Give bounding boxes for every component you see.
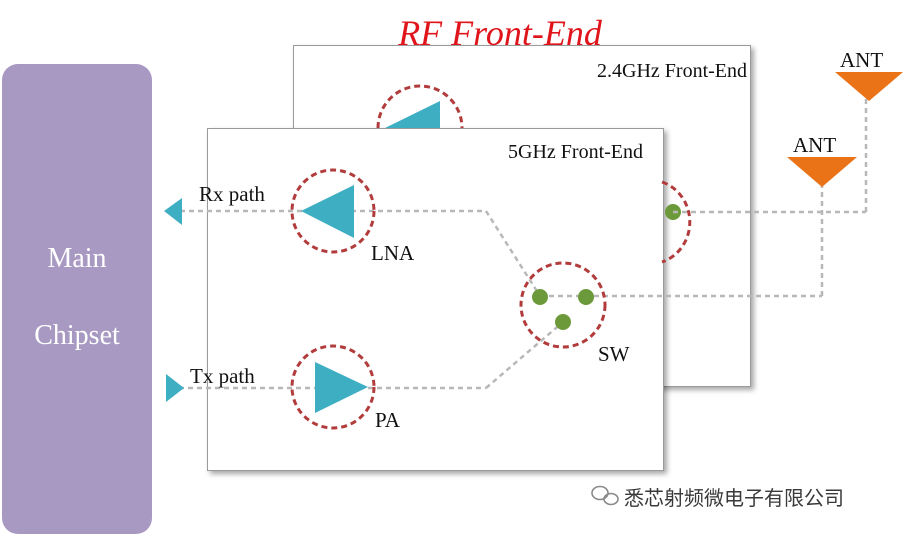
wechat-icon (591, 485, 619, 506)
main-chipset-block (2, 64, 152, 534)
chipset-label-chipset: Chipset (34, 320, 120, 351)
tx-path-label: Tx path (190, 364, 255, 388)
signal-lines (170, 96, 868, 390)
tx-arrow-icon (166, 374, 184, 402)
antenna-5g-label: ANT (793, 133, 837, 157)
lna-2g4-partial (376, 84, 464, 129)
switch-sw (519, 261, 607, 349)
antenna-2g4-icon (835, 72, 903, 101)
watermark: 悉芯射频微电子有限公司 (592, 481, 844, 511)
panel-5g-title: 5GHz Front-End (508, 141, 643, 163)
lna-amplifier (290, 168, 376, 254)
pa-amplifier (290, 344, 376, 430)
lna-label: LNA (371, 241, 415, 265)
switch-node-bottom (555, 314, 571, 330)
rx-path-label: Rx path (199, 182, 265, 206)
antenna-2g4-label: ANT (840, 48, 884, 72)
chipset-label-main: Main (47, 243, 107, 274)
diagram-title: RF Front-End (398, 13, 602, 53)
rx-arrow-icon (164, 198, 182, 225)
pa-label: PA (375, 408, 400, 432)
switch-2g4-partial (661, 180, 692, 264)
panel-2g4-title: 2.4GHz Front-End (597, 60, 747, 82)
pa-triangle-icon (315, 362, 368, 413)
sw-label: SW (598, 342, 630, 366)
lna-triangle-icon (301, 185, 354, 238)
switch-node-right (578, 289, 594, 305)
antenna-5g-icon (787, 157, 857, 187)
switch-node-left (532, 289, 548, 305)
watermark-text: 悉芯射频微电子有限公司 (624, 485, 844, 510)
